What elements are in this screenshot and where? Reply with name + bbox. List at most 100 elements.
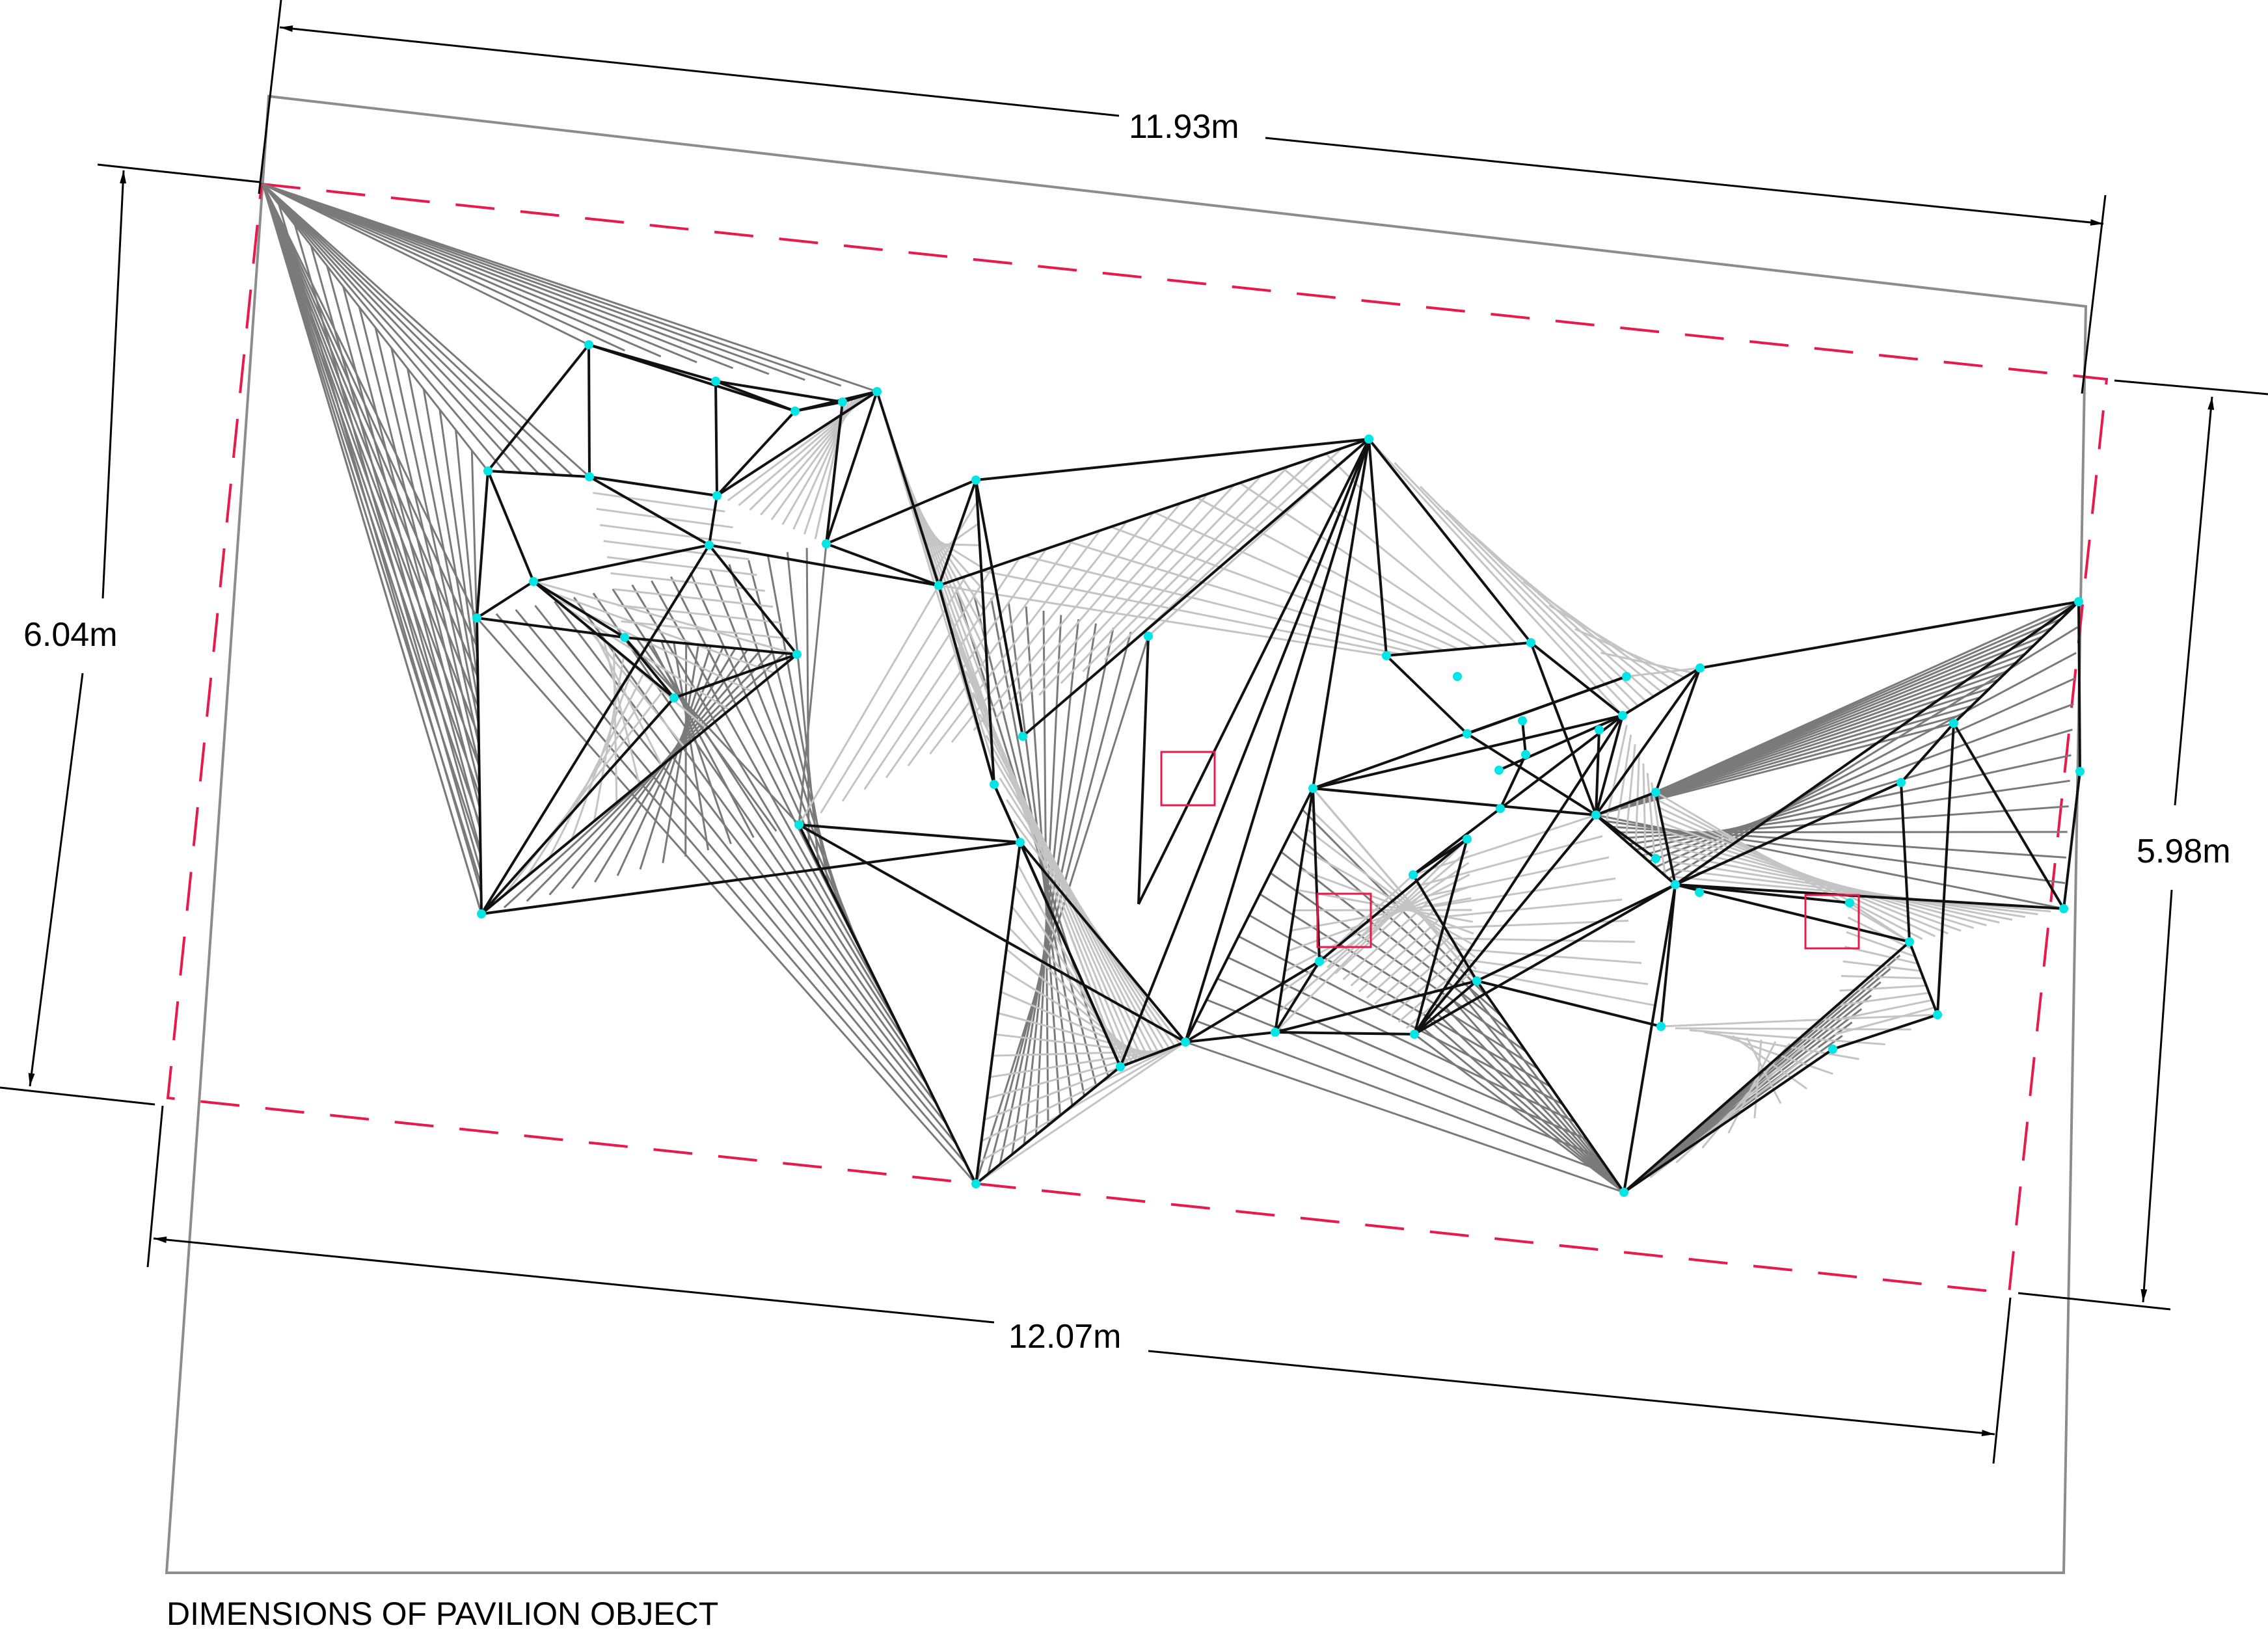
cable-line [1000,991,1150,1057]
structure-edge [1623,941,1911,1194]
structure-edge [1412,714,1624,876]
cable-line [767,555,830,885]
cable-line [262,183,483,915]
structure-edge [798,824,977,1184]
node-dot [971,1179,980,1188]
structure-edge [1137,635,1150,905]
structure-edge [1832,1013,1938,1050]
structure-edge [1900,722,1955,784]
cable-line [1548,604,1678,684]
cable-line [262,183,557,476]
structure-edge [1466,732,1597,816]
cable-line [293,224,482,872]
structure-edge [1621,667,1701,717]
cable-line [1358,918,1440,993]
structure-edge [1674,600,2080,886]
cable-line [1615,734,1632,833]
cable-line [342,286,481,809]
structure-edge [1466,675,1627,735]
structure-edge [1595,814,1677,886]
node-dot [1656,1022,1666,1031]
structure-edge [975,842,1021,1184]
cable-line [262,183,697,364]
cable-line [1368,438,1624,717]
dim-left-line-a [101,170,127,599]
structure-edge [1019,841,1187,1043]
structure-edge [1900,782,1911,943]
node-dot [1410,1030,1419,1039]
cable-line [1290,897,1472,932]
cable-line [1432,877,1616,908]
structure-edge [1675,883,2064,910]
structure-edge [476,617,483,915]
dim-bottom-line-b [1148,1350,1995,1437]
cable-line [748,559,839,905]
structure-edge [1412,874,1478,982]
cable-line [612,648,618,803]
cable-line [820,576,967,814]
structure-edge [975,479,995,785]
structure-edge [1385,654,1468,735]
cable-line [593,492,725,513]
dim-right-ext-bottom [2018,1292,2171,1311]
dim-top-line-b [1265,137,2104,226]
cable-line [1429,1020,1625,1194]
structure-edge [938,438,1370,587]
cable-line [986,1047,1170,1100]
structure-edge [476,617,625,639]
node-dot [712,491,722,500]
structure-edge [1476,980,1625,1194]
dim-left-label: 6.04m [23,616,118,654]
cable-line [1470,969,1655,1006]
cable-line [1846,931,1916,957]
cable-line [1437,1013,1625,1194]
cable-line [1350,909,1435,987]
structure-edge [1595,729,1600,816]
cable-line [526,680,655,877]
structure-edge [1660,884,1677,1027]
cable-line [596,507,733,529]
cable-line [600,524,742,544]
cable-line [863,557,1021,790]
node-dot [1695,888,1704,897]
caption: DIMENSIONS OF PAVILION OBJECT [167,1596,718,1632]
cable-line [606,556,757,576]
cable-line [515,609,957,1145]
structure-edge [825,391,878,544]
structure-edge [876,391,940,586]
cable-line [278,204,482,893]
cable-line [476,617,977,1184]
cable-line [1651,782,1667,876]
node-dot [1828,1045,1837,1054]
cable-line [1390,954,1462,1017]
dim-left-line-b [28,673,84,1087]
dim-bottom-line-a [153,1237,995,1324]
structure-edge [480,653,798,915]
cable-line [1334,892,1425,974]
structure-edge [1498,714,1623,771]
node-dot [1018,732,1027,741]
cable-line [1227,956,1576,1123]
anchor-square [1160,751,1216,807]
structure-edge [993,784,1122,1067]
cable-line [262,183,523,474]
cable-line [1667,845,2000,924]
dim-bottom-label: 12.07m [1008,1318,1121,1356]
structure-edge [480,544,710,915]
node-dot [705,541,714,550]
cable-line [992,1050,1161,1057]
cable-line [1110,526,1445,652]
structure-edge [1595,791,1656,816]
structure-edge [709,544,939,587]
cable-line [1024,555,1416,654]
cable-line [786,552,820,865]
structure-edge [1908,941,1939,1015]
cable-line [1718,1033,1833,1075]
structure-edge [1521,720,1527,755]
cable-line [1668,853,2013,921]
cable-line [798,585,940,825]
node-dot [1651,788,1660,797]
node-dot [1619,1188,1628,1197]
cable-line [1468,987,1625,1193]
